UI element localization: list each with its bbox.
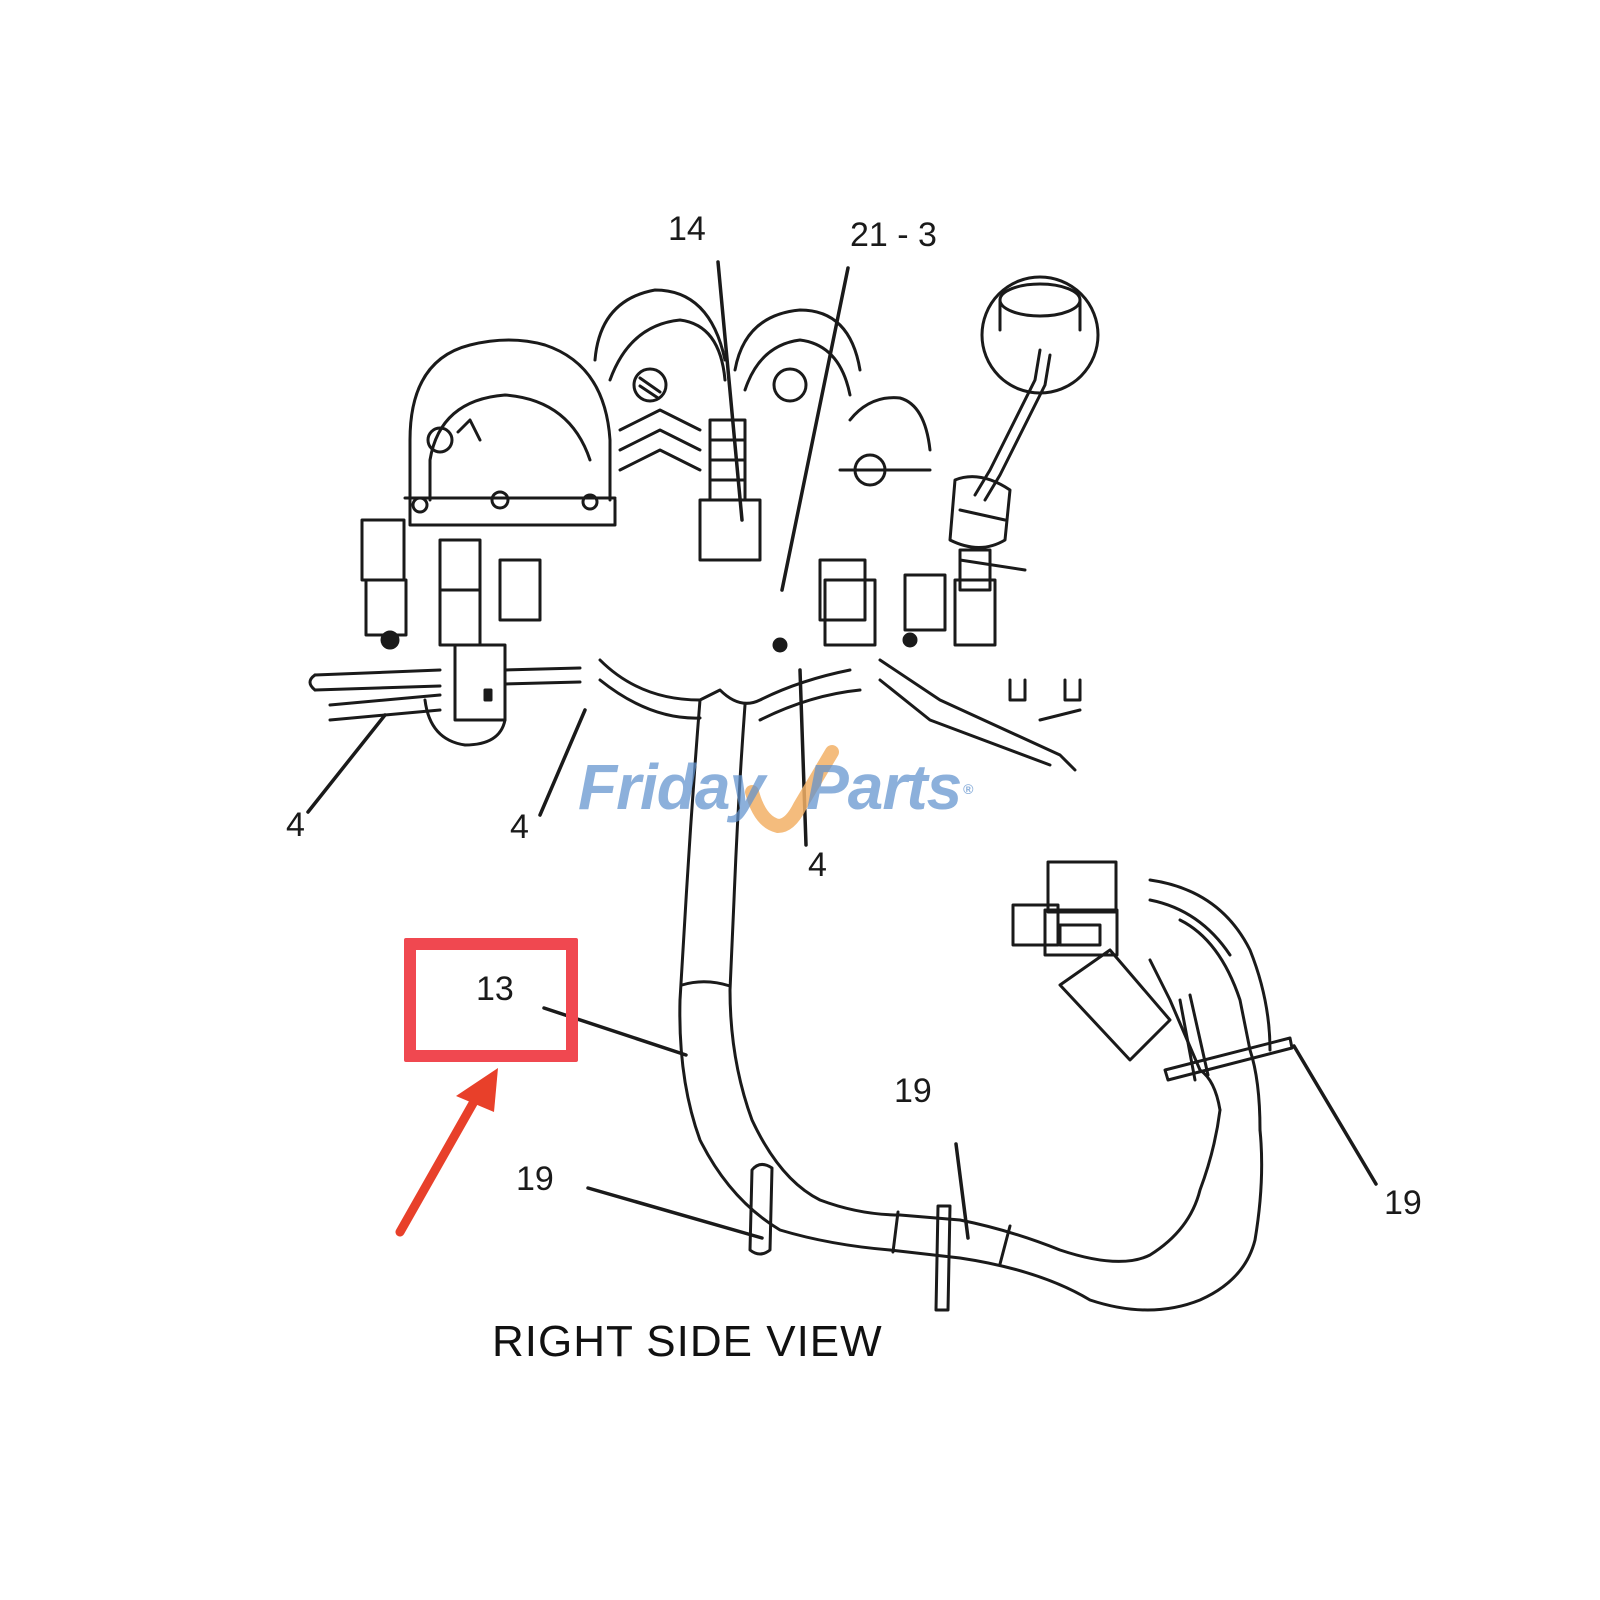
callout-4-right: 4 <box>808 846 827 884</box>
harness-connector <box>1011 860 1172 1062</box>
callout-19-left: 19 <box>516 1160 554 1198</box>
callout-4-left: 4 <box>286 806 305 844</box>
registered-mark: ® <box>963 781 973 797</box>
callout-19-middle: 19 <box>894 1072 932 1110</box>
watermark-brand-part1: Friday <box>578 751 765 823</box>
callout-4-center: 4 <box>510 808 529 846</box>
harness-trunk <box>598 658 1294 1312</box>
watermark-brand-part2: Parts <box>806 751 962 823</box>
callout-19-right: 19 <box>1384 1184 1422 1222</box>
highlight-box <box>404 938 578 1062</box>
injector-row <box>308 518 1082 772</box>
view-title: RIGHT SIDE VIEW <box>492 1317 883 1366</box>
callout-13: 13 <box>476 970 514 1008</box>
callout-21-3: 21 - 3 <box>850 216 937 254</box>
watermark-check-icon <box>745 745 839 834</box>
watermark-logo: Friday Parts® <box>578 751 974 823</box>
highlight-arrow <box>395 1068 498 1237</box>
engine-top-assembly <box>403 275 1100 562</box>
callout-14: 14 <box>668 210 706 248</box>
